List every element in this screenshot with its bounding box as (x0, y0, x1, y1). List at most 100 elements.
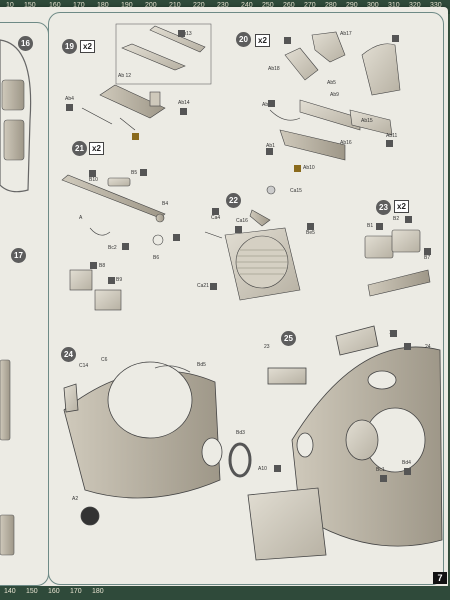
part-label: Ca16 (236, 218, 248, 224)
ruler-label: 160 (48, 588, 60, 595)
part-label: Ab1 (266, 143, 275, 149)
ruler-label: 260 (283, 2, 295, 9)
part-label: Ab10 (303, 165, 315, 171)
part-label: B1 (367, 223, 374, 229)
part-label: Ca21 (197, 283, 209, 289)
part-label: Ab6 (262, 102, 271, 108)
step20-parts (269, 31, 401, 161)
ruler-label: 150 (26, 588, 38, 595)
part-marker (266, 148, 273, 155)
part-marker (140, 169, 147, 176)
part-label: C14 (79, 363, 89, 369)
part-marker (404, 468, 411, 475)
part-label: Ab16 (340, 140, 352, 146)
page-number: 7 (433, 572, 447, 584)
step-number-22: 22 (226, 193, 241, 208)
part-label: B9 (116, 277, 123, 283)
ruler-label: 270 (304, 2, 316, 9)
part-label: A2 (72, 496, 79, 502)
part-label: B2 (393, 216, 400, 222)
part-marker (294, 165, 301, 172)
part-label: Ab9 (330, 92, 339, 98)
part-marker (210, 283, 217, 290)
part-label: Ab17 (340, 31, 352, 37)
part-label: Ab18 (268, 66, 280, 72)
part-marker (376, 223, 383, 230)
step-number-20: 20 (236, 32, 251, 47)
part-label: Ab11 (386, 133, 398, 139)
part-marker (390, 330, 397, 337)
part-marker (274, 465, 281, 472)
part-marker (178, 30, 185, 37)
part-marker (386, 140, 393, 147)
step23-parts (364, 229, 431, 297)
step22-parts (204, 185, 301, 301)
part-label: Bd5 (197, 362, 206, 368)
quantity-badge: x2 (89, 142, 104, 155)
part-label: A (79, 215, 83, 221)
ruler-label: 180 (97, 2, 109, 9)
part-marker (66, 104, 73, 111)
ruler-label: 250 (262, 2, 274, 9)
main-page-frame (48, 12, 444, 585)
bottom-ruler: 140 150 160 170 180 (0, 586, 450, 600)
part-label: B8 (99, 263, 106, 269)
part-label: Ca4 (211, 215, 221, 221)
step-number-21: 21 (72, 141, 87, 156)
part-label: B4 (162, 201, 169, 207)
part-marker (89, 170, 96, 177)
ruler-label: 220 (193, 2, 205, 9)
part-marker (284, 37, 291, 44)
part-label: B5 (131, 170, 138, 176)
part-label: A10 (258, 466, 267, 472)
step21-parts (61, 174, 166, 311)
part-label: C6 (101, 357, 108, 363)
ruler-label: 190 (121, 2, 133, 9)
part-marker (424, 248, 431, 255)
ruler-label: 210 (169, 2, 181, 9)
ruler-label: 310 (388, 2, 400, 9)
ruler-label: 320 (409, 2, 421, 9)
part-label: Bc2 (108, 245, 117, 251)
part-label: Bd4 (402, 460, 411, 466)
part-label: B6 (153, 255, 160, 261)
ruler-label: 280 (325, 2, 337, 9)
step25-parts (247, 325, 443, 561)
part-marker (307, 223, 314, 230)
step-number-24: 24 (61, 347, 76, 362)
part-label: Ab 12 (118, 73, 132, 79)
ruler-label: 160 (49, 2, 61, 9)
step-number-25: 25 (281, 331, 296, 346)
part-marker (235, 226, 242, 233)
quantity-badge: x2 (255, 34, 270, 47)
part-marker (268, 100, 275, 107)
part-label: Bc1 (376, 467, 385, 473)
quantity-badge: x2 (394, 200, 409, 213)
part-marker (108, 277, 115, 284)
ruler-label: 240 (241, 2, 253, 9)
step24-parts (63, 361, 252, 526)
part-label: Ca15 (290, 188, 302, 194)
part-label: B10 (89, 177, 98, 183)
part-marker (392, 35, 399, 42)
part-marker (122, 243, 129, 250)
quantity-badge: x2 (80, 40, 95, 53)
ruler-label: 170 (70, 588, 82, 595)
step-number-16: 16 (18, 36, 33, 51)
part-marker (90, 262, 97, 269)
part-label: B7 (424, 255, 431, 261)
part-label: Be5 (306, 230, 315, 236)
ruler-label: 180 (92, 588, 104, 595)
part-marker (404, 343, 411, 350)
part-label: Ab15 (361, 118, 373, 124)
part-marker (173, 234, 180, 241)
ruler-label: 290 (346, 2, 358, 9)
part-label: Ab14 (178, 100, 190, 106)
step19-parts (81, 23, 212, 131)
step-number-19: 19 (62, 39, 77, 54)
ruler-label: 230 (217, 2, 229, 9)
part-marker (212, 208, 219, 215)
part-marker (405, 216, 412, 223)
part-label: Ab5 (327, 80, 336, 86)
